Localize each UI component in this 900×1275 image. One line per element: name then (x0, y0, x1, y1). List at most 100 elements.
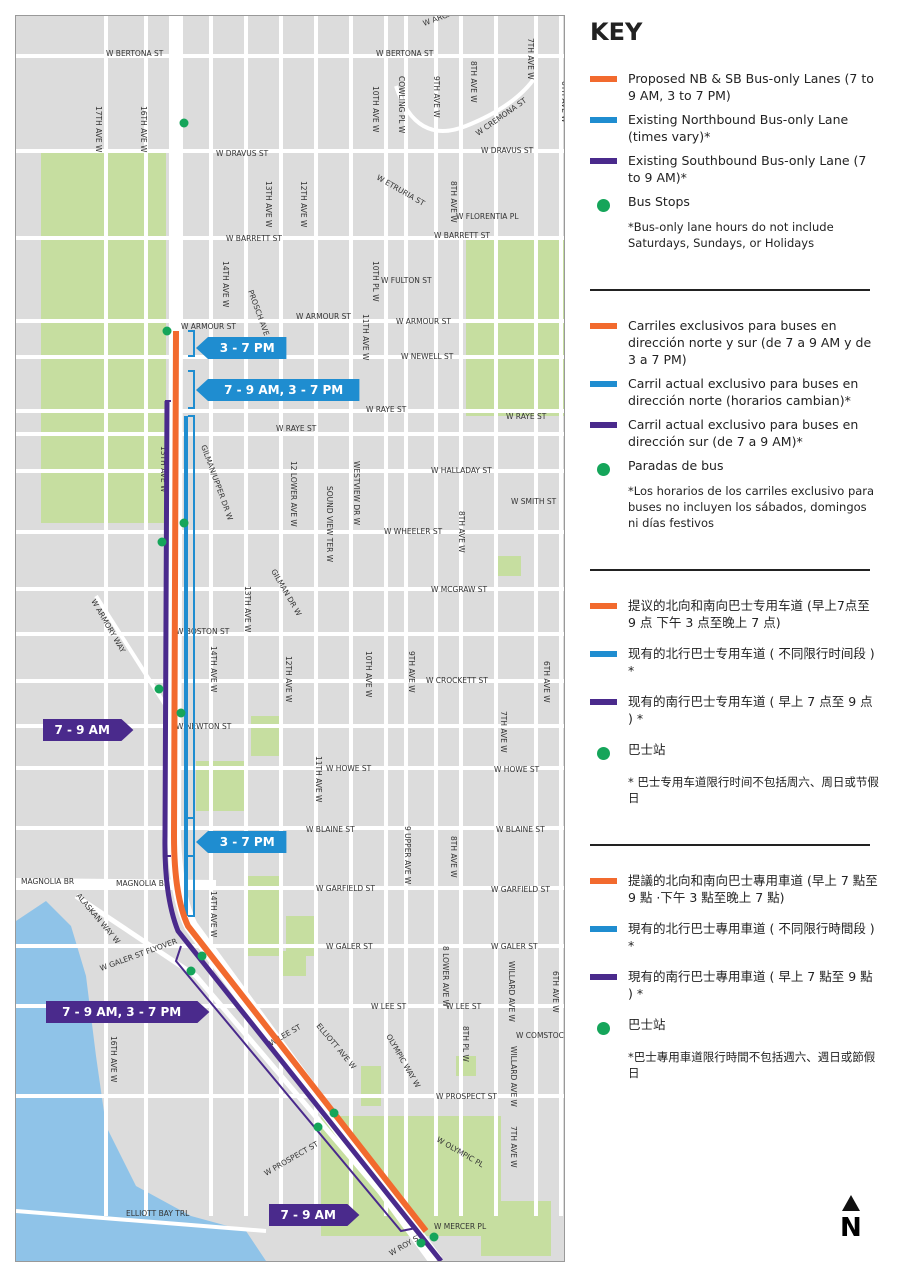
key-section: 提议的北向和南向巴士专用车道 (早上7点至 9 点 下午 3 点至晚上 7 点)… (590, 597, 880, 830)
water-elliott-bay (16, 901, 266, 1261)
street-label: W DRAVUS ST (216, 149, 269, 158)
street-label: 6TH AVE W (542, 661, 551, 703)
key-note: *Bus-only lane hours do not include Satu… (628, 220, 834, 250)
bus-stop[interactable] (162, 326, 172, 336)
street-label: 6TH AVE W (560, 81, 565, 123)
time-callout: 3 - 7 PM (196, 831, 287, 853)
callout-text: 7 - 9 AM (54, 723, 109, 737)
street-label: COWLING PL W (397, 76, 406, 134)
bus-stop[interactable] (416, 1238, 426, 1248)
bus-stop[interactable] (179, 518, 189, 528)
street-label: 14TH AVE W (209, 646, 218, 693)
southbound-extent-bracket (174, 945, 417, 1233)
northbound-lane-swatch (590, 117, 617, 123)
bus-lanes (162, 330, 443, 1261)
street-label: 13TH AVE W (264, 181, 273, 228)
southbound-lane-swatch (590, 158, 617, 164)
key-item-northbound: 现有的北行巴士专用车道 ( 不同限行时间段 ) * (590, 645, 880, 679)
bus-stop[interactable] (179, 118, 189, 128)
street-label: 16TH AVE W (139, 106, 148, 153)
street-label: W SMITH ST (511, 497, 557, 506)
bus-stop[interactable] (313, 1122, 323, 1132)
key-item-southbound: 現有的南行巴士專用車道 ( 早上 7 點至 9 點 ) * (590, 968, 880, 1002)
street-label: W BLAINE ST (496, 825, 545, 834)
street-label: W MCGRAW ST (431, 585, 488, 594)
north-arrow: N (840, 1195, 862, 1241)
park (496, 556, 521, 576)
key-item-label: Paradas de bus (628, 458, 724, 473)
northbound-extent-bracket (188, 330, 195, 357)
southbound-lane-swatch (590, 974, 617, 980)
street-label: 9TH AVE W (407, 651, 416, 693)
street-label: 10TH AVE W (364, 651, 373, 698)
key-note: * 巴士专用车道限行时间不包括周六、周日或节假日 (628, 775, 879, 805)
bus-stop[interactable] (157, 537, 167, 547)
street-label: W DRAVUS ST (481, 146, 534, 155)
southbound-lane-swatch (590, 422, 617, 428)
bus-stop[interactable] (176, 708, 186, 718)
street-label: 11TH AVE W (361, 314, 370, 361)
street-label: 11TH AVE W (314, 756, 323, 803)
street-label: W PROSPECT ST (436, 1092, 497, 1101)
key-section: Carriles exclusivos para buses en direcc… (590, 317, 880, 555)
street-label: 8TH AVE W (449, 181, 458, 223)
key-item-label: 巴士站 (628, 742, 666, 757)
time-callout: 7 - 9 AM (43, 719, 134, 741)
park (466, 236, 564, 416)
key-section: 提議的北向和南向巴士專用車道 (早上 7 點至 9 點 ·下午 3 點至晚上 7… (590, 872, 880, 1105)
bus-stop[interactable] (429, 1232, 439, 1242)
street-label: 7TH AVE W (526, 38, 535, 80)
time-callout: 7 - 9 AM, 3 - 7 PM (196, 379, 360, 401)
park (281, 951, 306, 976)
callout-text: 7 - 9 AM, 3 - 7 PM (224, 383, 343, 397)
street-label: 8TH AVE W (469, 61, 478, 103)
key-note: *Los horarios de los carriles exclusivo … (628, 484, 875, 530)
bus-stop[interactable] (186, 966, 196, 976)
street-label: W GARFIELD ST (316, 884, 375, 893)
street-label: W BOSTON ST (176, 627, 230, 636)
southbound-lane (162, 400, 443, 1261)
key-item-label: Existing Northbound Bus-only Lane (times… (628, 112, 849, 144)
time-callout: 7 - 9 AM, 3 - 7 PM (46, 1001, 210, 1023)
key-item-northbound: Carril actual exclusivo para buses en di… (590, 375, 880, 409)
key-item-southbound: Existing Southbound Bus-only Lane (7 to … (590, 152, 880, 186)
proposed-lane-swatch (590, 878, 617, 884)
street-label: 10TH AVE W (371, 86, 380, 133)
street-label: W HALLADAY ST (431, 466, 492, 475)
key-item-stop: Paradas de bus (590, 457, 880, 476)
street-label: WILLARD AVE W (509, 1046, 518, 1108)
key-item-stop: Bus Stops (590, 193, 880, 212)
street-label: 6TH AVE W (551, 971, 560, 1013)
key-divider (590, 844, 870, 846)
key-item-label: 現有的北行巴士專用車道 ( 不同限行時間段 ) * (628, 921, 875, 953)
key-item-label: 現有的南行巴士專用車道 ( 早上 7 點至 9 點 ) * (628, 969, 873, 1001)
callout-text: 7 - 9 AM (280, 1208, 335, 1222)
bus-stop[interactable] (154, 684, 164, 694)
street-label: W GALER ST (491, 942, 538, 951)
street-label: W LEE ST (371, 1002, 407, 1011)
street-label: W HOWE ST (494, 765, 540, 774)
street-label: 12TH AVE W (284, 656, 293, 703)
street-label: W FLORENTIA PL (456, 212, 519, 221)
northbound-extent-bracket (188, 817, 195, 857)
street-label: W COMSTOCK ST (516, 1031, 565, 1040)
street-label: MAGNOLIA BR (116, 879, 169, 888)
street-label: 8TH AVE W (457, 511, 466, 553)
bus-stop[interactable] (197, 951, 207, 961)
street-label: 10TH PL W (371, 261, 380, 302)
bus-stop[interactable] (329, 1108, 339, 1118)
park (481, 1201, 551, 1256)
park (361, 1066, 381, 1106)
proposed-lane (170, 330, 429, 1233)
map-key: KEY Proposed NB & SB Bus-only Lanes (7 t… (590, 18, 880, 1105)
key-item-proposed: Carriles exclusivos para buses en direcc… (590, 317, 880, 368)
street-label: W BERTONA ST (376, 49, 434, 58)
street-label: 7TH AVE W (499, 711, 508, 753)
northbound-extent-bracket (188, 415, 195, 917)
street-label: W RAYE ST (276, 424, 317, 433)
key-item-proposed: 提議的北向和南向巴士專用車道 (早上 7 點至 9 點 ·下午 3 點至晚上 7… (590, 872, 880, 906)
key-item-southbound: Carril actual exclusivo para buses en di… (590, 416, 880, 450)
callout-text: 3 - 7 PM (220, 341, 275, 355)
street-label: W ARMOUR ST (396, 317, 451, 326)
key-divider (590, 289, 870, 291)
